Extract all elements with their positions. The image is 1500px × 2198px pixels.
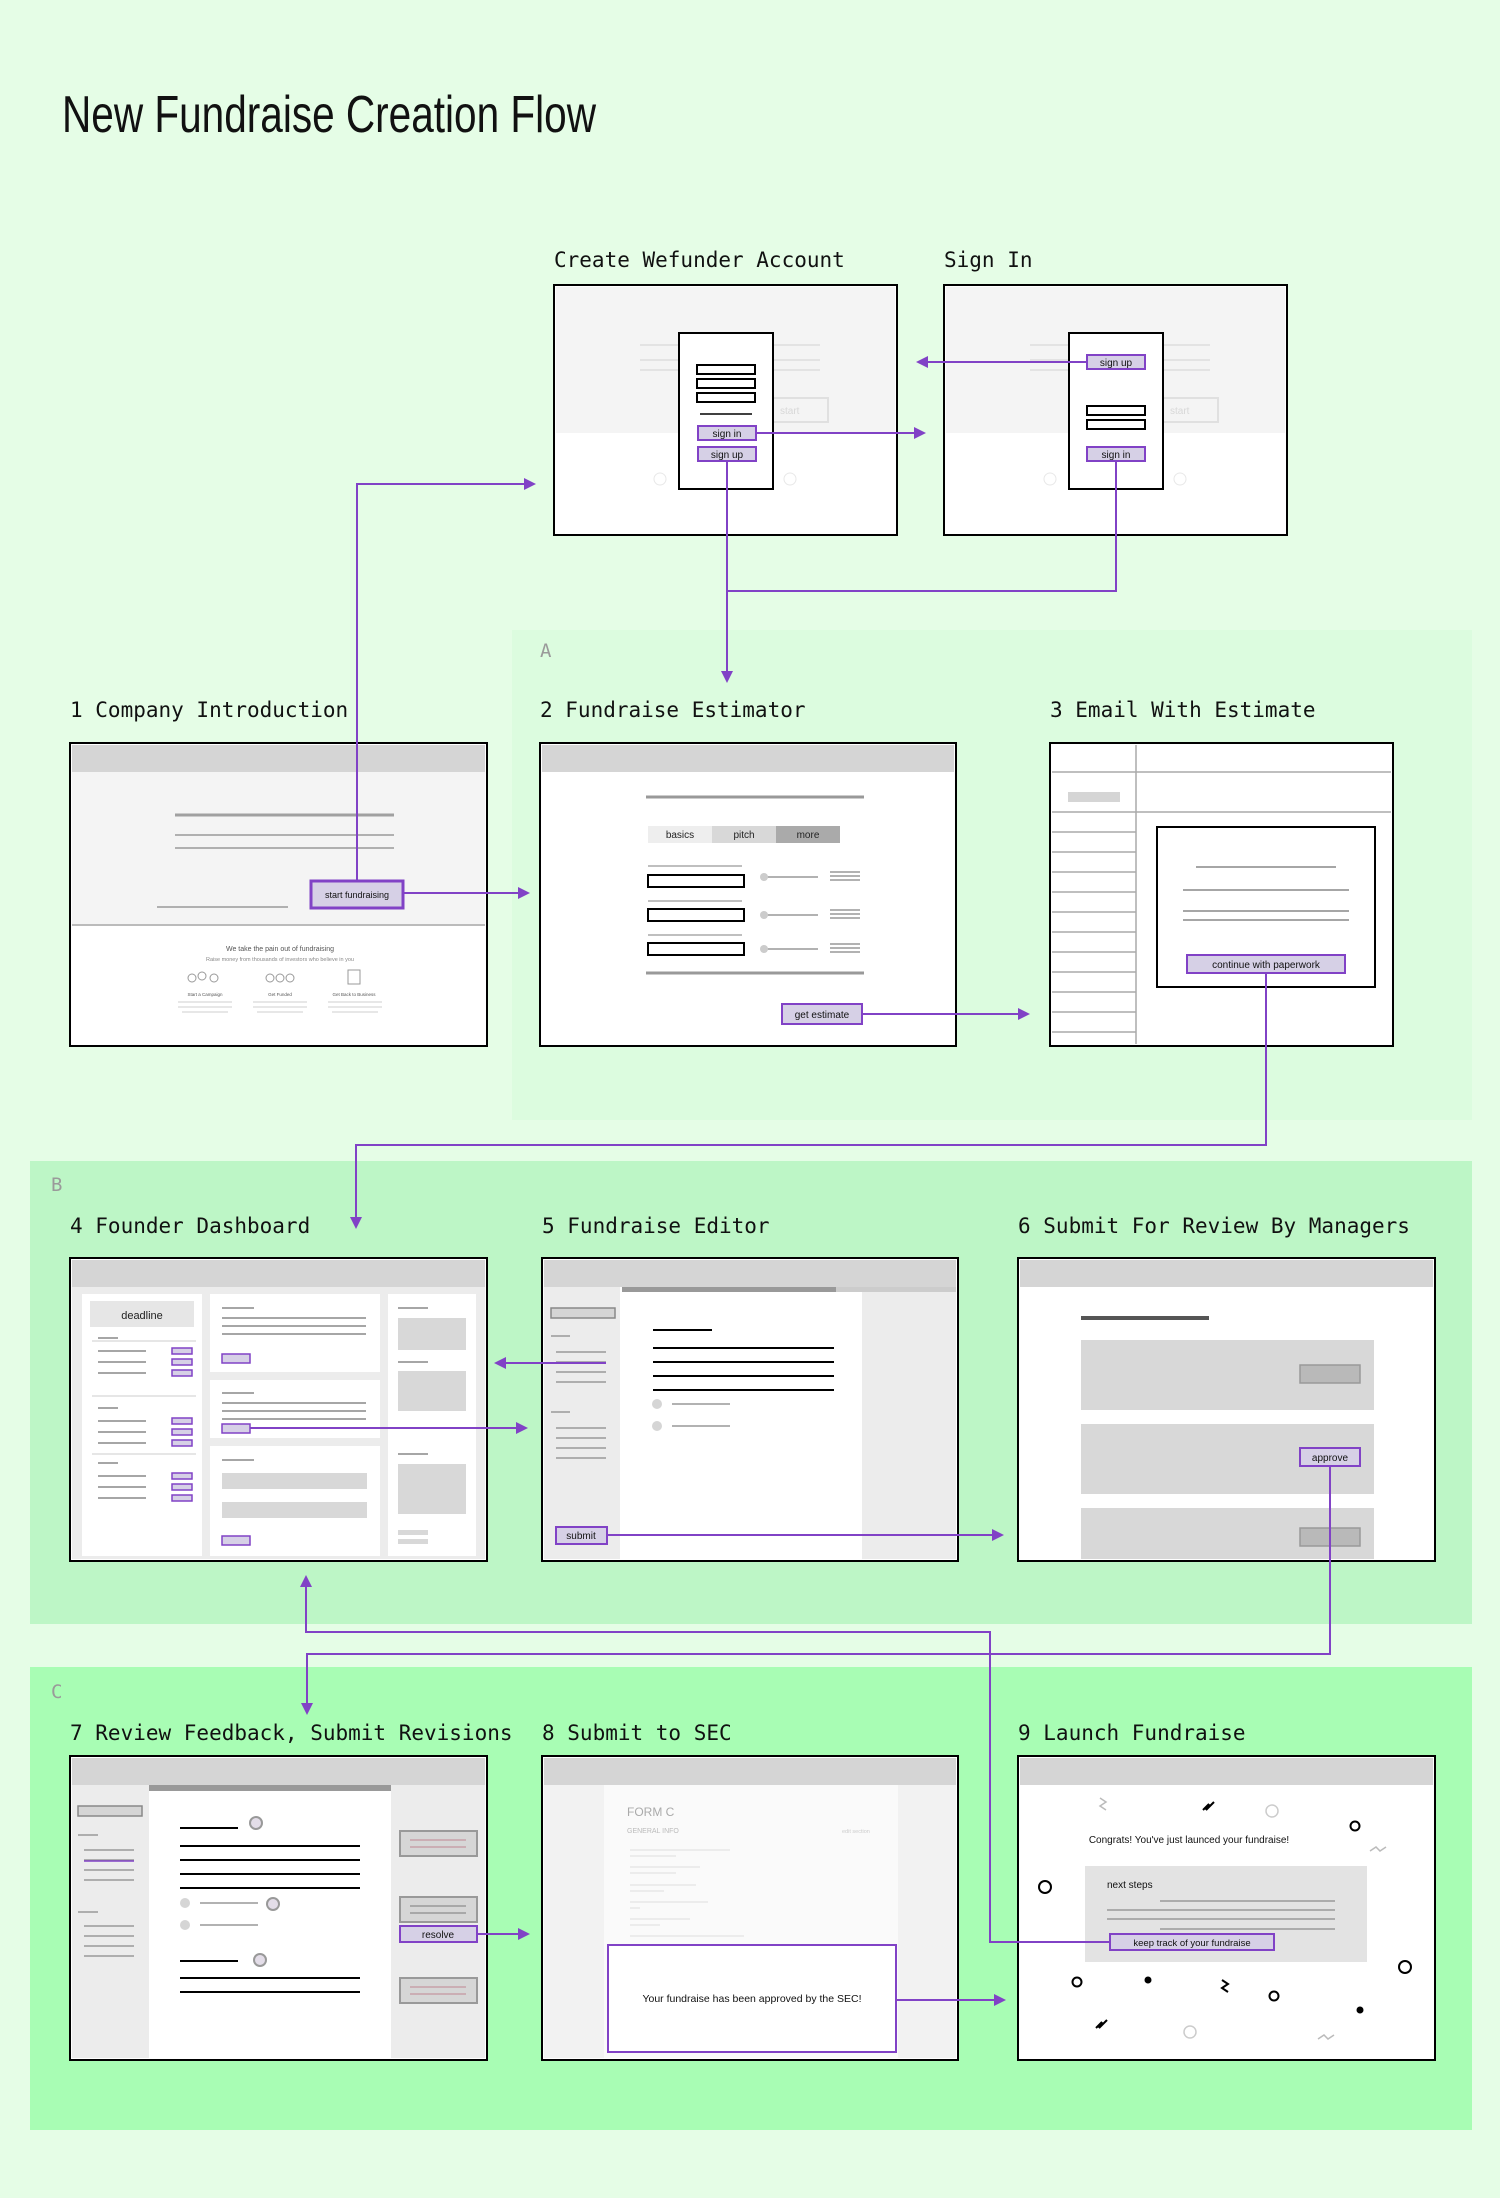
estimator-field-1[interactable] [647, 874, 745, 888]
screen-fundraise-editor: submit [541, 1257, 959, 1562]
signin-field-1[interactable] [1086, 405, 1146, 416]
screen-founder-dashboard: deadline [69, 1257, 488, 1562]
start-fundraising-button[interactable] [309, 879, 405, 910]
label-fundraise-editor: 5 Fundraise Editor [542, 1214, 770, 1238]
dashboard-toggle[interactable] [171, 1347, 193, 1355]
screen-labels: Create Wefunder Account Sign In 1 Compan… [70, 248, 1410, 1745]
section-letter-c: C [51, 1681, 62, 1703]
label-submit-sec: 8 Submit to SEC [542, 1721, 732, 1745]
svg-text:sign up: sign up [711, 450, 744, 461]
dashboard-edit-button-1[interactable] [221, 1353, 251, 1364]
account-field-2[interactable] [696, 378, 756, 389]
svg-text:pitch: pitch [733, 830, 754, 841]
svg-text:start fundraising: start fundraising [325, 890, 389, 900]
arrow-approve-to-feedback [301, 1466, 1331, 1715]
svg-text:Your fundraise has been approv: Your fundraise has been approved by the … [642, 1993, 861, 2005]
svg-text:submit: submit [566, 1531, 596, 1542]
svg-text:approve: approve [1312, 1453, 1349, 1464]
svg-text:get estimate: get estimate [795, 1010, 850, 1021]
label-create-account: Create Wefunder Account [554, 248, 845, 272]
svg-text:Start a Campaign: Start a Campaign [187, 992, 223, 997]
svg-text:basics: basics [666, 830, 694, 841]
label-review-feedback: 7 Review Feedback, Submit Revisions [70, 1721, 513, 1745]
svg-text:start: start [780, 406, 800, 417]
screen-fundraise-estimator: basics pitch more get estimate [539, 742, 957, 1047]
dashboard-toggle[interactable] [171, 1483, 193, 1491]
dashboard-toggle[interactable] [171, 1358, 193, 1366]
arrow-start-to-create-account [356, 478, 536, 881]
label-email-estimate: 3 Email With Estimate [1050, 698, 1316, 722]
svg-text:edit section: edit section [842, 1829, 870, 1835]
label-sign-in: Sign In [944, 248, 1033, 272]
svg-text:resolve: resolve [422, 1930, 455, 1941]
dashboard-toggle[interactable] [171, 1494, 193, 1502]
page-title: New Fundraise Creation Flow [62, 86, 596, 144]
svg-text:Get Funded: Get Funded [268, 992, 292, 997]
dashboard-edit-button-2[interactable] [221, 1423, 251, 1434]
estimator-field-2[interactable] [647, 908, 745, 922]
review-action-button-1[interactable] [1299, 1364, 1361, 1384]
arrow-keep-track-to-dashboard [300, 1575, 1110, 1943]
label-fundraise-estimator: 2 Fundraise Estimator [540, 698, 806, 722]
svg-text:start: start [1170, 406, 1190, 417]
account-field-3[interactable] [696, 392, 756, 403]
account-field-1[interactable] [696, 364, 756, 375]
comment-marker[interactable] [253, 1953, 267, 1967]
svg-text:sign in: sign in [1102, 450, 1131, 461]
svg-text:more: more [797, 830, 820, 841]
estimator-field-3[interactable] [647, 942, 745, 956]
svg-text:sign in: sign in [713, 429, 742, 440]
label-launch-fundraise: 9 Launch Fundraise [1018, 1721, 1246, 1745]
screen-create-account: start sign in sign up [553, 284, 898, 536]
dashboard-edit-button-3[interactable] [221, 1535, 251, 1546]
svg-text:Raise money from thousands of: Raise money from thousands of investors … [206, 957, 354, 963]
screen-launch-fundraise: Congrats! You've just launced your fundr… [1017, 1755, 1436, 2061]
tab-more[interactable] [776, 826, 840, 843]
svg-text:GENERAL INFO: GENERAL INFO [627, 1828, 679, 1835]
label-company-intro: 1 Company Introduction [70, 698, 348, 722]
arrow-signin-to-estimator [727, 461, 1117, 592]
dashboard-toggle[interactable] [171, 1369, 193, 1377]
confetti [1038, 1797, 1412, 2040]
section-letter-a: A [540, 640, 552, 662]
flow-arrows [250, 356, 1331, 2006]
arrow-paperwork-to-dashboard [350, 973, 1267, 1229]
svg-text:FORM C: FORM C [627, 1805, 675, 1819]
deadline-box [90, 1301, 194, 1327]
screen-submit-sec: FORM C GENERAL INFO edit section Your fu… [541, 1755, 959, 2061]
screen-submit-review: approve [1017, 1257, 1436, 1562]
dashboard-toggle[interactable] [171, 1439, 193, 1447]
svg-text:continue with paperwork: continue with paperwork [1212, 960, 1321, 971]
label-founder-dashboard: 4 Founder Dashboard [70, 1214, 310, 1238]
comment-marker[interactable] [249, 1816, 263, 1830]
screen-sign-in: start sign up sign in [943, 284, 1288, 536]
screen-email-estimate: continue with paperwork [1049, 742, 1394, 1047]
svg-text:next steps: next steps [1107, 1880, 1153, 1891]
svg-text:sign up: sign up [1100, 358, 1133, 369]
tab-pitch[interactable] [712, 826, 776, 843]
section-letter-b: B [51, 1174, 62, 1196]
dashboard-toggle[interactable] [171, 1417, 193, 1425]
svg-text:Congrats! You've just launced: Congrats! You've just launced your fundr… [1089, 1835, 1289, 1846]
signin-field-2[interactable] [1086, 419, 1146, 430]
svg-text:Get Back to Business: Get Back to Business [332, 992, 376, 997]
svg-text:We take the pain out of fundra: We take the pain out of fundraising [226, 946, 334, 953]
screen-company-intro: start fundraising We take the pain out o… [69, 742, 488, 1047]
svg-text:keep track of your fundraise: keep track of your fundraise [1133, 1938, 1250, 1949]
svg-text:deadline: deadline [121, 1310, 163, 1322]
label-submit-review: 6 Submit For Review By Managers [1018, 1214, 1410, 1238]
comment-marker[interactable] [266, 1897, 280, 1911]
dashboard-toggle[interactable] [171, 1428, 193, 1436]
dashboard-toggle[interactable] [171, 1472, 193, 1480]
tab-basics[interactable] [648, 826, 712, 843]
sec-approval-modal [607, 1944, 897, 2053]
screen-review-feedback: resolve [69, 1755, 488, 2061]
